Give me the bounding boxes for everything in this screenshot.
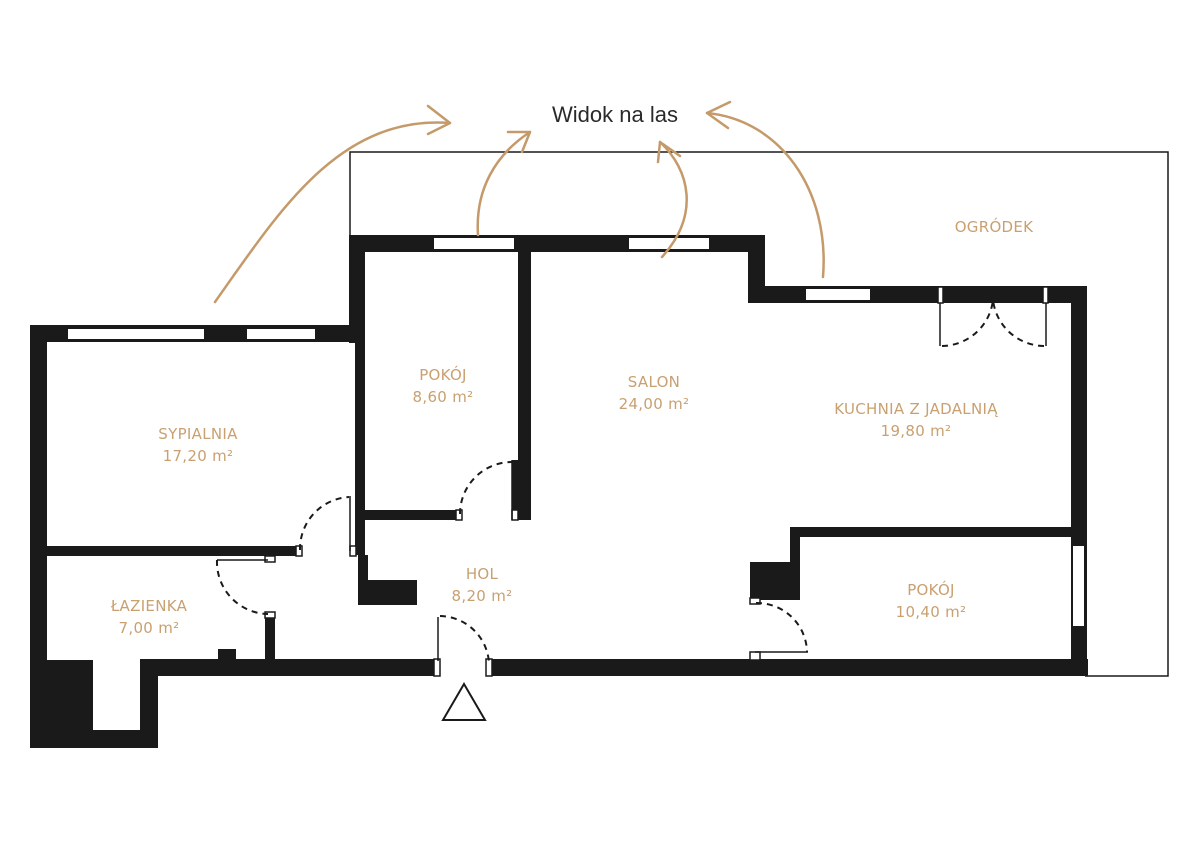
arrow-head-icon [506, 130, 532, 154]
garden-outline [349, 151, 1169, 677]
arrow-head-icon [656, 140, 682, 164]
room-name: SYPIALNIA [158, 425, 238, 443]
arrow-head-icon [426, 104, 452, 136]
room-label-salon: SALON 24,00 m² [619, 373, 690, 413]
curved-arrow-icon [476, 130, 532, 237]
room-name: SALON [628, 373, 680, 391]
room-label-pokoj-large: POKÓJ 10,40 m² [896, 580, 967, 621]
windows [66, 236, 1086, 628]
doors [215, 286, 1049, 677]
view-heading: Widok na las [552, 102, 678, 127]
room-name: KUCHNIA Z JADALNIĄ [834, 400, 998, 418]
room-area: 10,40 m² [896, 603, 967, 621]
room-label-hol: HOL 8,20 m² [452, 565, 513, 605]
room-area: 17,20 m² [163, 447, 234, 465]
room-label-lazienka: ŁAZIENKA 7,00 m² [110, 597, 188, 637]
window [432, 236, 516, 251]
window [245, 327, 317, 341]
room-area: 7,00 m² [119, 619, 180, 637]
view-arrows [213, 100, 825, 304]
room-label-pokoj-small: POKÓJ 8,60 m² [413, 365, 474, 406]
room-name: POKÓJ [907, 580, 955, 599]
room-area: 19,80 m² [881, 422, 952, 440]
garden-label: OGRÓDEK [955, 217, 1034, 236]
arrow-head-icon [705, 100, 732, 130]
window [66, 327, 206, 341]
room-area: 24,00 m² [619, 395, 690, 413]
room-area: 8,60 m² [413, 388, 474, 406]
room-name: HOL [466, 565, 499, 583]
room-label-sypialnia: SYPIALNIA 17,20 m² [158, 425, 238, 465]
room-area: 8,20 m² [452, 587, 513, 605]
room-name: ŁAZIENKA [110, 597, 188, 615]
curved-arrow-icon [705, 111, 825, 279]
entrance-triangle-icon [441, 682, 487, 721]
walls [30, 235, 1088, 748]
curved-arrow-icon [213, 121, 452, 304]
window [804, 287, 872, 302]
window [1071, 544, 1086, 628]
room-label-kuchnia: KUCHNIA Z JADALNIĄ 19,80 m² [834, 400, 998, 440]
curved-arrow-icon [658, 140, 688, 259]
room-name: POKÓJ [419, 365, 467, 384]
